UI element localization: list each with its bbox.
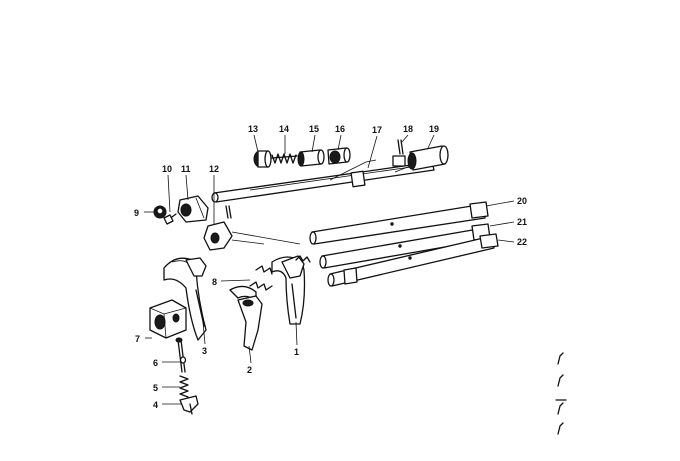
callout-14: 14 — [279, 124, 289, 134]
callout-labels: 1 2 3 4 5 6 7 8 9 10 11 12 13 14 15 16 1… — [134, 124, 527, 410]
bushing-icon — [153, 205, 167, 219]
callout-7: 7 — [135, 334, 140, 344]
callout-17: 17 — [372, 125, 382, 135]
shift-fork-icon — [271, 255, 311, 325]
spring-icon — [271, 153, 298, 164]
callout-9: 9 — [134, 208, 139, 218]
pin-icon — [392, 139, 406, 167]
shift-rod-icon — [309, 201, 489, 245]
callout-8: 8 — [212, 277, 217, 287]
callout-19: 19 — [429, 124, 439, 134]
shift-rod-icon — [327, 233, 499, 287]
callout-13: 13 — [248, 124, 258, 134]
nut-icon — [253, 150, 272, 168]
selector-block-icon — [149, 299, 187, 339]
callout-2: 2 — [247, 365, 252, 375]
shift-fork-icon — [229, 285, 263, 351]
callout-5: 5 — [153, 383, 158, 393]
lever-icon — [203, 205, 301, 251]
callout-21: 21 — [517, 217, 527, 227]
callout-10: 10 — [162, 164, 172, 174]
callout-12: 12 — [209, 164, 219, 174]
callout-1: 1 — [294, 347, 299, 357]
callout-4: 4 — [153, 400, 158, 410]
cap-icon — [407, 145, 449, 171]
spring-icon — [249, 265, 273, 291]
edge-marks — [555, 352, 567, 435]
selector-rod-icon — [211, 151, 447, 203]
shift-fork-icon — [163, 257, 207, 341]
callout-20: 20 — [517, 196, 527, 206]
callout-22: 22 — [517, 237, 527, 247]
callout-16: 16 — [335, 124, 345, 134]
callout-3: 3 — [202, 346, 207, 356]
clamp-icon — [177, 195, 209, 223]
pin-head-icon — [179, 395, 199, 415]
callout-15: 15 — [309, 124, 319, 134]
leader-lines — [144, 134, 515, 405]
sleeve-icon — [297, 149, 325, 167]
spring-icon — [179, 375, 189, 398]
callout-11: 11 — [181, 164, 191, 174]
sleeve-icon — [327, 147, 351, 165]
bolt-icon — [163, 213, 177, 225]
callout-18: 18 — [403, 124, 413, 134]
callout-6: 6 — [153, 358, 158, 368]
plunger-pin-icon — [175, 337, 187, 373]
